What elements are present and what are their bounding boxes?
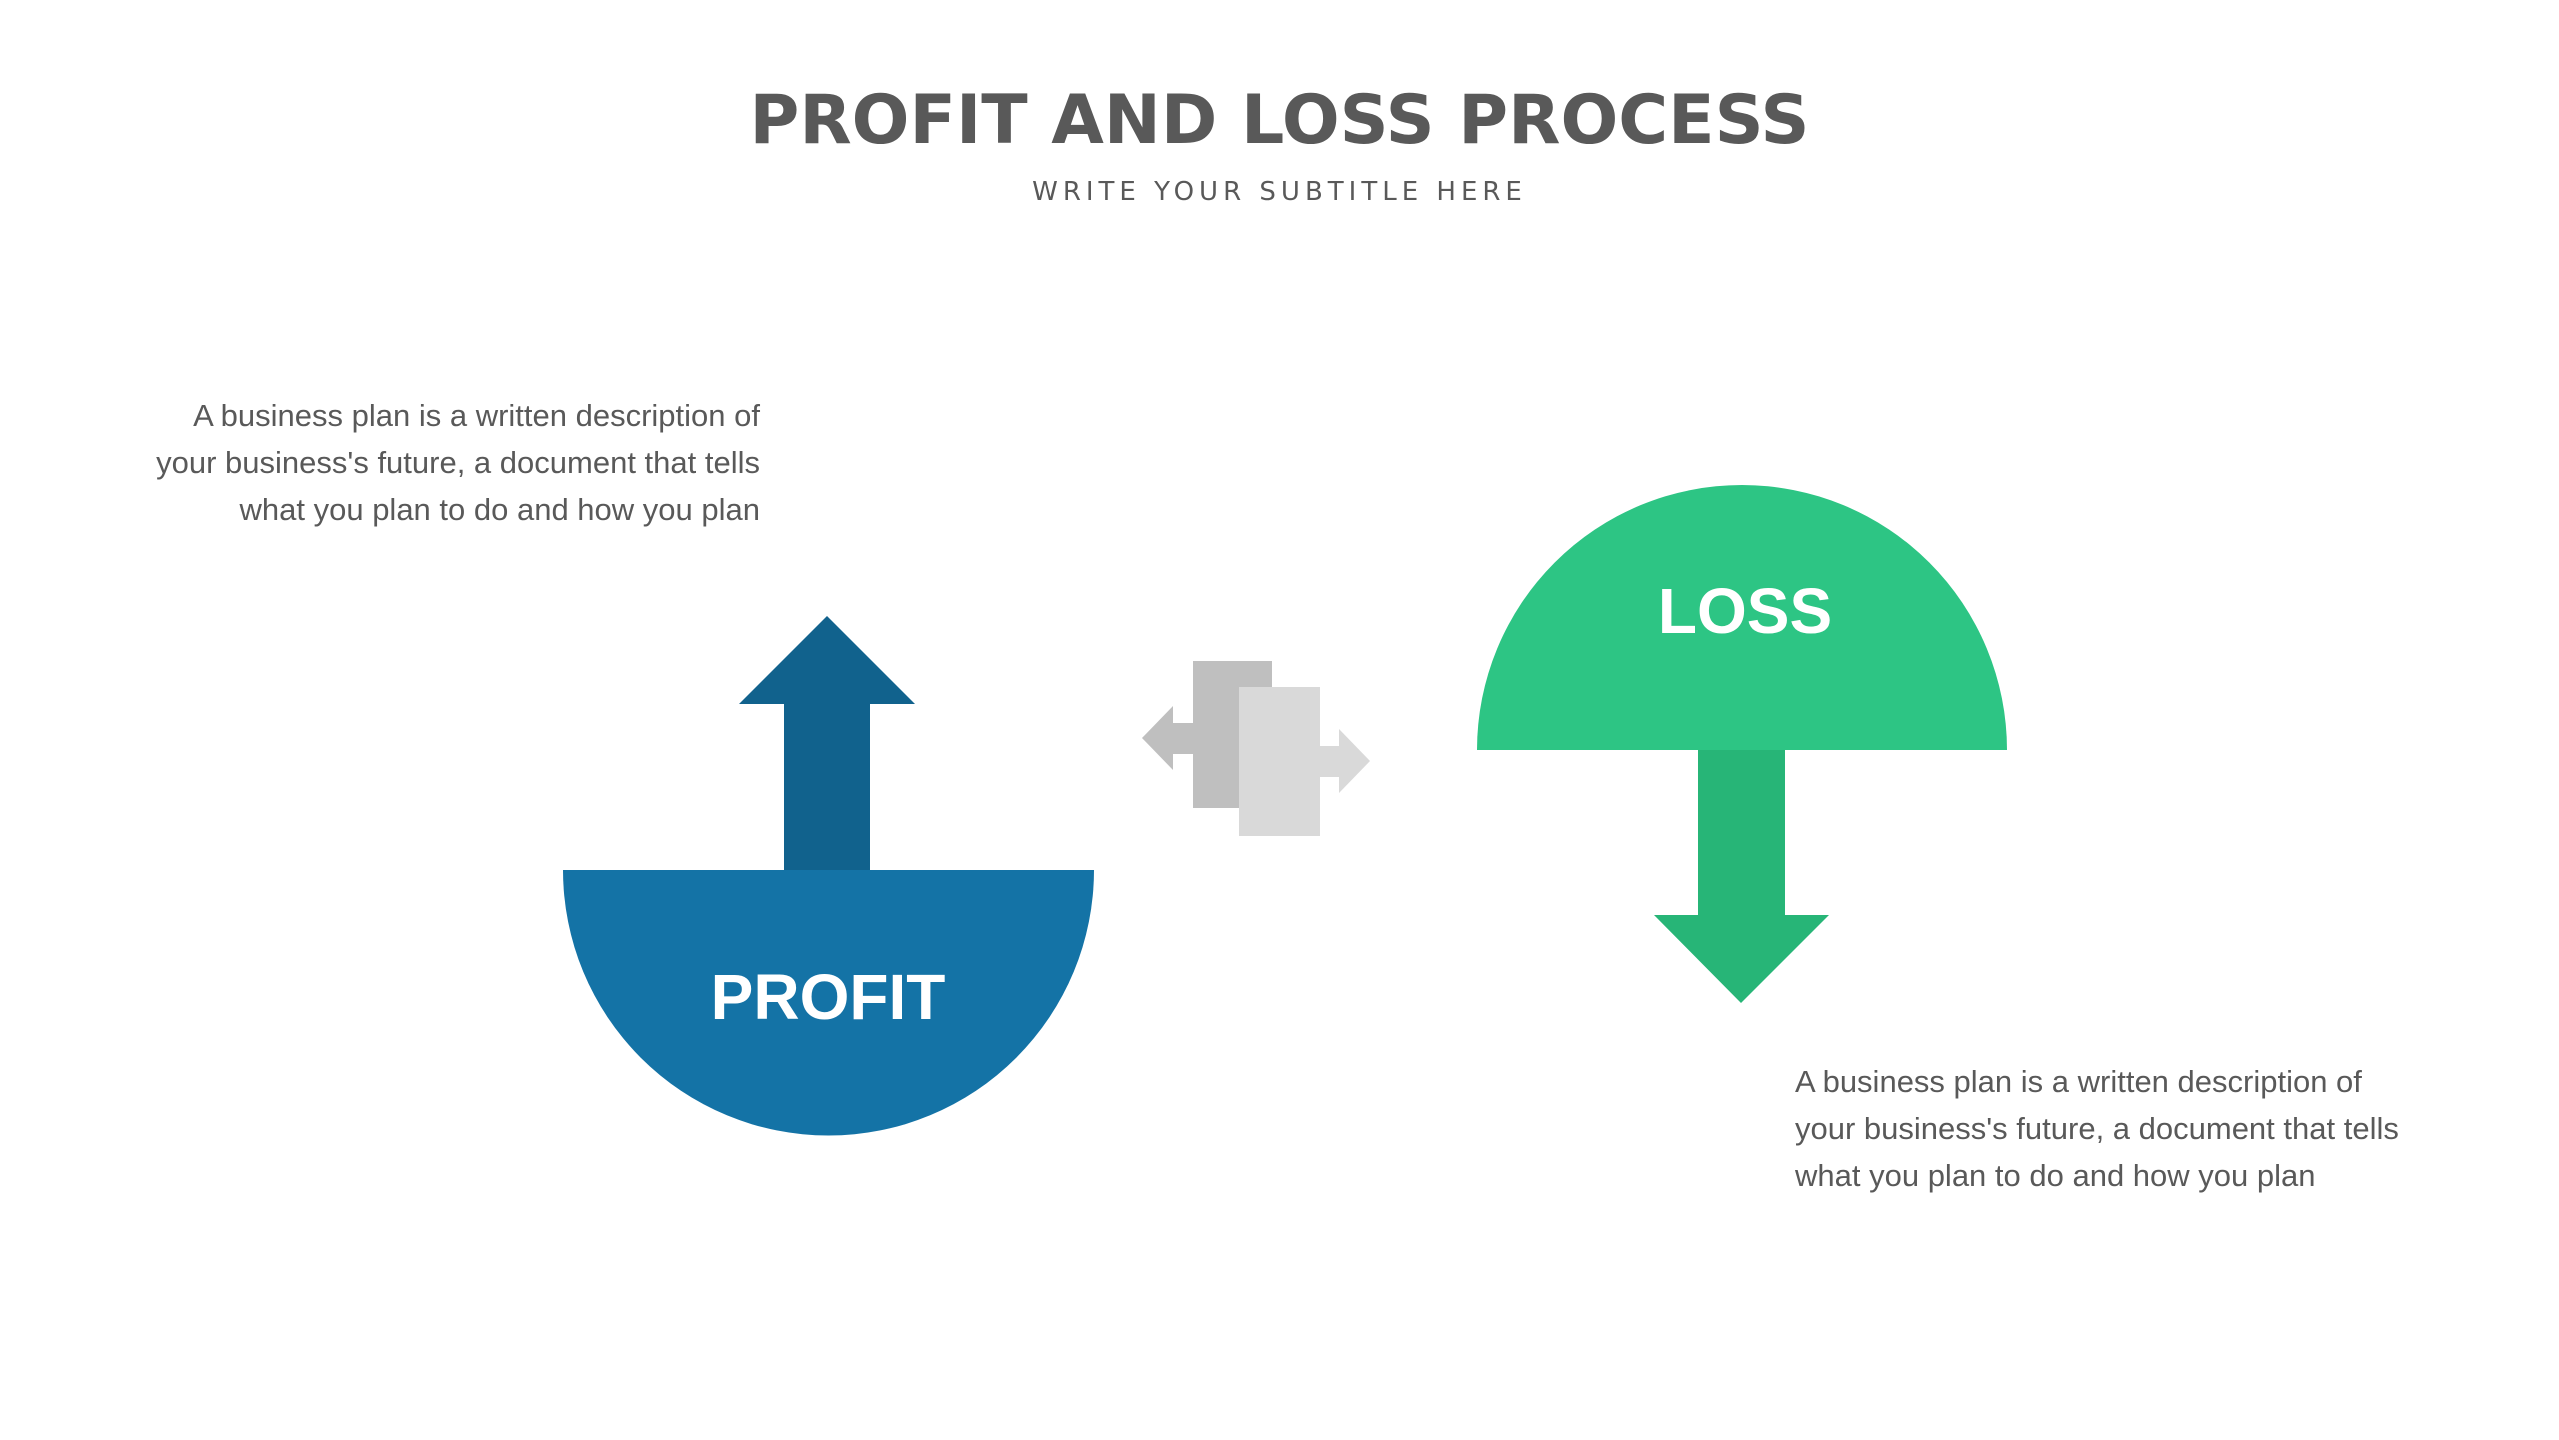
profit-shape: PROFIT — [563, 616, 1094, 1136]
loss-down-arrow-icon — [1654, 750, 1829, 1003]
profit-bowl — [563, 870, 1094, 1136]
right-arrow-icon — [1317, 729, 1370, 793]
loss-dome — [1477, 485, 2007, 750]
loss-shape: LOSS — [1477, 485, 2007, 1003]
loss-label: LOSS — [1658, 575, 1832, 647]
exchange-arrows-icon — [1142, 661, 1370, 836]
left-arrow-icon — [1142, 706, 1195, 770]
slide-title: PROFIT AND LOSS PROCESS — [749, 81, 1810, 160]
profit-label: PROFIT — [711, 961, 946, 1033]
slide-subtitle: WRITE YOUR SUBTITLE HERE — [1032, 177, 1527, 207]
front-card — [1239, 687, 1320, 836]
loss-description: A business plan is a written description… — [1795, 1064, 2399, 1193]
profit-description: A business plan is a written description… — [156, 398, 760, 527]
profit-up-arrow-icon — [739, 616, 915, 870]
